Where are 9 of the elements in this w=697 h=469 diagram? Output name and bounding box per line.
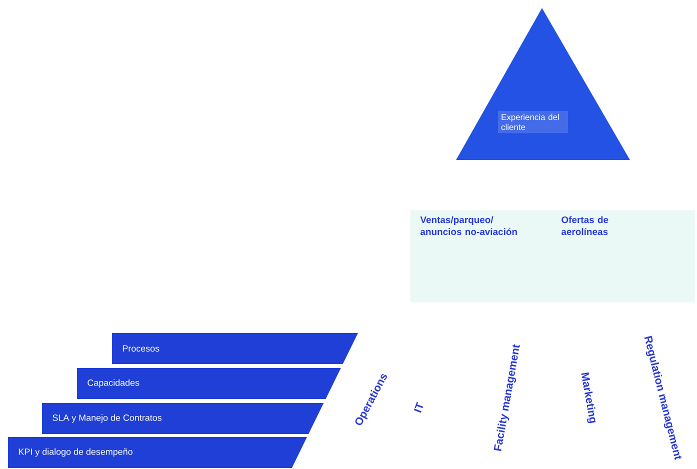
highlight-band: Ventas/parqueo/ anuncios no-aviación Ofertas de aerolíneas: [410, 210, 696, 302]
column-label: Facility management: [494, 344, 520, 452]
column-label: Marketing: [581, 372, 596, 424]
step-bar: Capacidades: [77, 368, 341, 399]
step-bar: Procesos: [112, 333, 358, 364]
pyramid-triangle: Experiencia del cliente: [456, 8, 630, 160]
step-bar: KPI y dialogo de desempeño: [8, 437, 307, 468]
column-label: IT: [414, 402, 424, 413]
step-bar: SLA y Manejo de Contratos: [42, 403, 324, 434]
